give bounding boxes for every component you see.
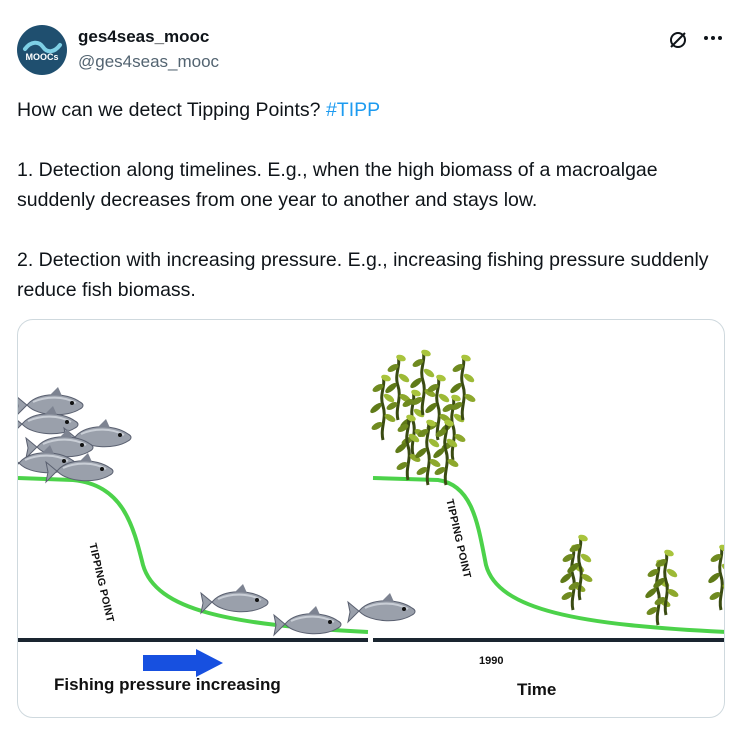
more-options-icon[interactable] bbox=[702, 28, 724, 48]
tweet-text: How can we detect Tipping Points? #TIPP … bbox=[17, 95, 732, 305]
pressure-arrow-icon bbox=[143, 649, 223, 677]
tweet-paragraph-pressure: 2. Detection with increasing pressure. E… bbox=[17, 249, 709, 301]
left-baseline bbox=[18, 638, 368, 642]
tweet-line-1: How can we detect Tipping Points? #TIPP bbox=[17, 99, 381, 121]
right-tipping-curve bbox=[372, 476, 724, 634]
avatar[interactable]: MOOCs bbox=[17, 25, 67, 75]
right-baseline bbox=[373, 638, 724, 642]
wave-logo-icon bbox=[23, 40, 62, 54]
right-x-axis-label: Time bbox=[517, 680, 557, 699]
left-x-axis-label: Fishing pressure increasing bbox=[54, 675, 281, 694]
left-tipping-curve bbox=[18, 476, 369, 634]
right-year-label: 1990 bbox=[479, 655, 504, 667]
tweet-media-image[interactable]: TIPPING POINT TIPPING POINT Fishing pres… bbox=[17, 319, 725, 718]
grok-icon[interactable] bbox=[668, 30, 688, 50]
tipping-point-illustration bbox=[18, 320, 724, 717]
seaweed-dense bbox=[367, 346, 479, 487]
display-name[interactable]: ges4seas_mooc bbox=[78, 27, 210, 46]
user-handle[interactable]: @ges4seas_mooc bbox=[78, 52, 220, 71]
tweet-paragraph-timeline: 1. Detection along timelines. E.g., when… bbox=[17, 159, 658, 211]
hashtag-link[interactable]: #TIPP bbox=[325, 99, 381, 121]
avatar-logo-text: MOOCs bbox=[25, 52, 59, 62]
